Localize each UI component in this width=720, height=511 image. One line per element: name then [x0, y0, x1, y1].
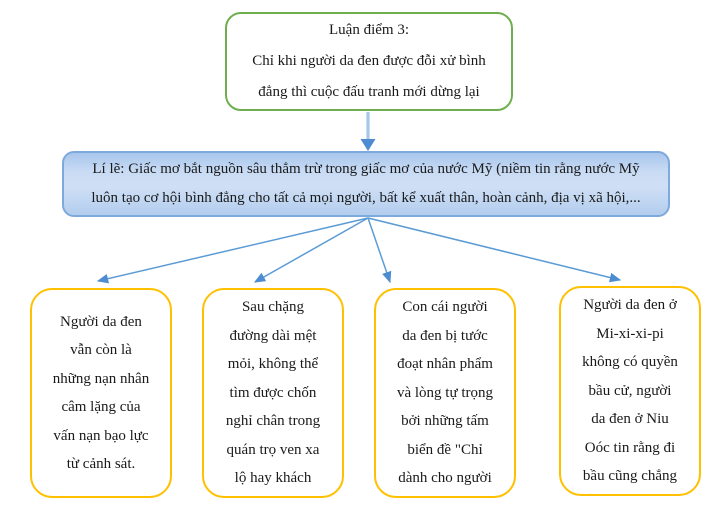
evidence-line: từ cảnh sát.: [66, 456, 136, 472]
evidence-line: nghỉ chân trong: [225, 413, 321, 430]
arrow-point-to-reason: [360, 112, 376, 151]
evidence-box-children-dignity: Con cái người da đen bị tước đoạt nhân p…: [374, 288, 516, 498]
evidence-line: vẫn còn là: [70, 342, 132, 358]
evidence-line: đoạt nhân phẩm: [397, 356, 493, 373]
reason-box: Lí lẽ: Giấc mơ bắt nguồn sâu thẳm trừ tr…: [62, 151, 670, 217]
evidence-line: da đen bị tước: [402, 327, 488, 344]
evidence-line: Oóc tin rằng đi: [584, 439, 676, 456]
evidence-line: tìm được chốn: [229, 384, 317, 401]
evidence-line: mỏi, không thể: [227, 356, 319, 373]
evidence-line: bầu cử, người: [588, 382, 672, 399]
reason-box-line: luôn tạo cơ hội bình đẳng cho tất cả mọi…: [91, 190, 641, 206]
arrow-reason-to-evidence-3: [367, 217, 392, 284]
reason-box-line: Lí lẽ: Giấc mơ bắt nguồn sâu thẳm trừ tr…: [92, 161, 640, 177]
evidence-line: bởi những tấm: [401, 413, 489, 430]
evidence-line: Người da đen: [60, 313, 142, 330]
evidence-line: câm lặng của: [61, 399, 141, 415]
evidence-line: không có quyền: [582, 354, 678, 371]
evidence-line: biển đề "Chỉ: [407, 441, 483, 458]
evidence-line: và lòng tự trọng: [396, 384, 494, 401]
evidence-line: Con cái người: [402, 299, 488, 316]
evidence-line: quán trọ ven xa: [226, 441, 320, 458]
evidence-box-voting-rights: Người da đen ở Mi-xi-xi-pi không có quyề…: [559, 286, 701, 496]
evidence-line: da đen ở Niu: [591, 411, 669, 428]
evidence-box-no-lodging: Sau chặng đường dài mệt mỏi, không thể t…: [202, 288, 344, 498]
point-box-line: Chỉ khi người da đen được đỗi xử bình: [252, 53, 486, 69]
arrow-reason-to-evidence-1: [96, 217, 369, 284]
point-box-line: đẳng thì cuộc đấu tranh mới dừng lại: [258, 84, 480, 100]
arrow-reason-to-evidence-2: [253, 217, 369, 283]
evidence-box-police-violence: Người da đen vẫn còn là những nạn nhân c…: [30, 288, 172, 498]
evidence-line: dành cho người: [398, 470, 492, 487]
evidence-line: vấn nạn bạo lực: [53, 427, 149, 444]
evidence-line: Người da đen ở: [583, 297, 677, 314]
evidence-line: bầu cũng chẳng: [582, 468, 678, 485]
evidence-line: Sau chặng: [241, 299, 305, 316]
evidence-line: Mi-xi-xi-pi: [596, 325, 664, 342]
main-point-box: Luận điểm 3: Chỉ khi người da đen được đ…: [225, 12, 513, 111]
evidence-line: lộ hay khách: [234, 470, 312, 487]
point-box-line: Luận điểm 3:: [329, 22, 409, 38]
arrow-reason-to-evidence-4: [367, 217, 622, 283]
evidence-line: những nạn nhân: [52, 370, 150, 387]
evidence-line: đường dài mệt: [229, 327, 317, 344]
